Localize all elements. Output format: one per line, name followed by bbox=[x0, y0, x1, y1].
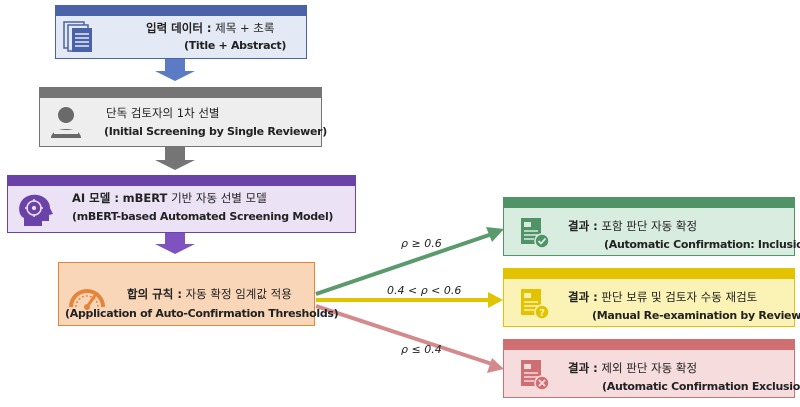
condition-manual: 0.4 < ρ < 0.6 bbox=[387, 284, 462, 297]
ai-head-icon bbox=[19, 194, 53, 226]
consensus-rule-subtitle: (Application of Auto-Confirmation Thresh… bbox=[65, 307, 339, 320]
ai-model-box: AI 모델 : mBERT 기반 자동 선별 모델 (mBERT-based A… bbox=[7, 175, 356, 233]
down-arrow-2 bbox=[155, 147, 195, 170]
result-inclusion-title: 결과 : 포함 판단 자동 확정 bbox=[568, 219, 698, 233]
document-x-icon bbox=[521, 360, 550, 391]
down-arrow-1 bbox=[155, 58, 195, 81]
result-exclusion-subtitle: (Automatic Confirmation Exclusion) bbox=[602, 380, 800, 393]
svg-text:?: ? bbox=[539, 308, 545, 319]
result-manual-title: 결과 : 판단 보류 및 검토자 수동 재검토 bbox=[568, 290, 758, 304]
ai-model-subtitle: (mBERT-based Automated Screening Model) bbox=[72, 210, 334, 223]
condition-inclusion: ρ ≥ 0.6 bbox=[401, 237, 442, 250]
condition-exclusion: ρ ≤ 0.4 bbox=[401, 343, 442, 356]
branch-manual-arrow bbox=[316, 292, 503, 308]
result-manual-box: ? 결과 : 판단 보류 및 검토자 수동 재검토 (Manual Re-exa… bbox=[503, 268, 800, 327]
result-exclusion-box: 결과 : 제외 판단 자동 확정 (Automatic Confirmation… bbox=[503, 339, 800, 398]
document-question-icon: ? bbox=[521, 289, 550, 320]
input-data-subtitle: (Title + Abstract) bbox=[184, 39, 287, 52]
initial-screening-subtitle: (Initial Screening by Single Reviewer) bbox=[104, 125, 328, 138]
down-arrow-3 bbox=[155, 232, 195, 254]
consensus-rule-box: 합의 규칙 : 자동 확정 임계값 적용 (Application of Aut… bbox=[58, 262, 339, 326]
branch-inclusion-arrow bbox=[315, 227, 504, 296]
person-reviewer-icon bbox=[51, 107, 81, 138]
input-data-box: 입력 데이터 : 제목 + 초록 (Title + Abstract) bbox=[55, 5, 307, 59]
branch-exclusion-arrow bbox=[315, 304, 504, 373]
consensus-rule-title: 합의 규칙 : 자동 확정 임계값 적용 bbox=[127, 287, 292, 301]
document-stack-icon bbox=[63, 21, 92, 52]
initial-screening-title: 단독 검토자의 1차 선별 bbox=[106, 106, 220, 120]
ai-model-title: AI 모델 : mBERT 기반 자동 선별 모델 bbox=[72, 191, 267, 205]
result-inclusion-box: 결과 : 포함 판단 자동 확정 (Automatic Confirmation… bbox=[503, 197, 800, 256]
result-inclusion-subtitle: (Automatic Confirmation: Inclusion) bbox=[604, 238, 800, 251]
input-data-title: 입력 데이터 : 제목 + 초록 bbox=[146, 21, 275, 35]
document-check-icon bbox=[521, 218, 550, 249]
result-exclusion-title: 결과 : 제외 판단 자동 확정 bbox=[568, 361, 698, 375]
initial-screening-box: 단독 검토자의 1차 선별 (Initial Screening by Sing… bbox=[39, 87, 327, 147]
result-manual-subtitle: (Manual Re-examination by Reviewer) bbox=[592, 309, 800, 322]
gauge-icon bbox=[69, 289, 105, 310]
